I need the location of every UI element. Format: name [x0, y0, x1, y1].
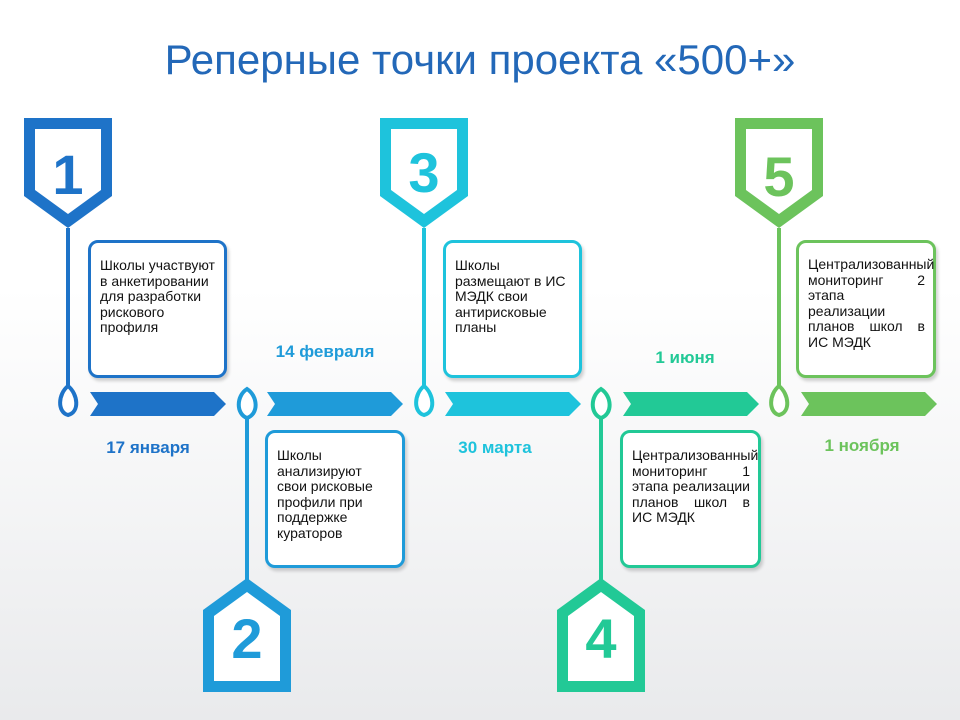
badge-number-4: 4: [585, 607, 616, 670]
milestone-2-date: 14 февраля: [275, 342, 375, 361]
milestone-3-description: Школы размещают в ИС МЭДК свои антириско…: [443, 240, 582, 378]
milestone-2-description: Школы анализируют свои рисковые профили …: [265, 430, 405, 568]
badge-2: 2: [203, 578, 291, 692]
badge-4: 4: [557, 578, 645, 692]
milestone-4-date: 1 июня: [655, 348, 715, 367]
badge-number-1: 1: [52, 143, 83, 206]
badge-number-3: 3: [408, 141, 439, 204]
pin-4: [590, 386, 612, 582]
timeline-arrow-4: [623, 392, 759, 416]
timeline-arrow-1: [90, 392, 226, 416]
milestone-5-date: 1 ноября: [824, 436, 900, 455]
pin-5: [769, 228, 790, 418]
milestone-1-description: Школы участвуют в анкетировании для разр…: [88, 240, 227, 378]
timeline-arrow-2: [267, 392, 403, 416]
pin-3: [414, 228, 435, 418]
timeline-arrow-5: [801, 392, 937, 416]
badge-3: 3: [380, 118, 468, 228]
badge-1: 1: [24, 118, 112, 228]
milestone-5-description: Централизованный мониторинг 2 этапа реал…: [796, 240, 936, 378]
milestone-3-date: 30 марта: [458, 438, 532, 457]
badge-5: 5: [735, 118, 823, 228]
pin-2: [236, 386, 258, 582]
badge-number-5: 5: [763, 145, 794, 208]
page-title: Реперные точки проекта «500+»: [164, 36, 796, 83]
badge-number-2: 2: [231, 607, 262, 670]
milestone-4-description: Централизованный мониторинг 1 этапа реал…: [620, 430, 761, 568]
timeline-arrow-3: [445, 392, 581, 416]
pin-1: [58, 228, 79, 418]
milestone-1-date: 17 января: [106, 438, 190, 457]
